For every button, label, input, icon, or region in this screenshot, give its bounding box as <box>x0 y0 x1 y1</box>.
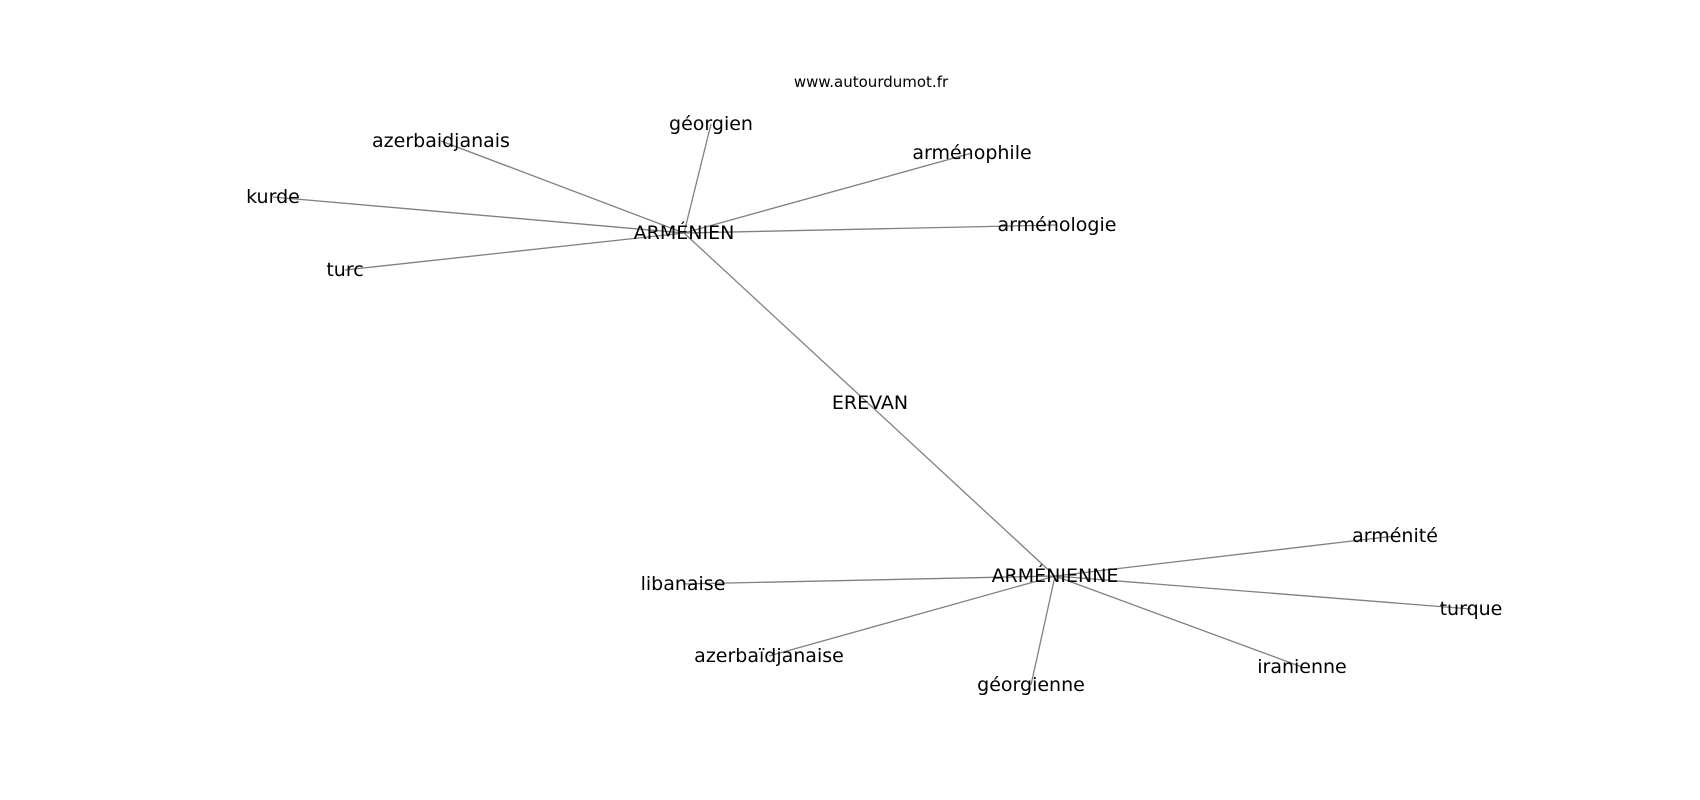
node-georgienne[interactable]: géorgienne <box>977 674 1085 696</box>
node-armenophile[interactable]: arménophile <box>912 142 1031 164</box>
node-azerbaidjanais[interactable]: azerbaidjanais <box>372 130 510 152</box>
edge-armenien-kurde <box>272 196 685 234</box>
node-armenienne[interactable]: ARMÉNIENNE <box>992 564 1119 587</box>
edge-armenienne-iranienne <box>1054 575 1303 668</box>
edge-armenienne-armenite <box>1054 535 1396 577</box>
graph-edges <box>272 123 1472 686</box>
edge-armenien-armenophile <box>683 152 973 234</box>
edge-armenien-georgien <box>683 123 712 234</box>
node-armenite[interactable]: arménité <box>1352 525 1438 547</box>
edge-armenienne-libanaise <box>682 575 1056 585</box>
edge-armenien-armenienne <box>683 232 1056 577</box>
graph-nodes: ARMÉNIEN ARMÉNIENNE EREVAN géorgien azerbaid… <box>246 113 1502 696</box>
edge-armenien-azerbaidjanais <box>440 140 685 234</box>
edge-armenienne-turque <box>1054 575 1472 610</box>
node-turque[interactable]: turque <box>1440 598 1503 620</box>
edge-armenienne-azerbaidjanaise <box>768 575 1056 657</box>
node-libanaise[interactable]: libanaise <box>641 573 726 595</box>
node-erevan[interactable]: EREVAN <box>832 392 908 414</box>
node-georgien[interactable]: géorgien <box>669 113 753 135</box>
node-iranienne[interactable]: iranienne <box>1257 656 1347 678</box>
edge-armenien-turc <box>344 232 685 271</box>
site-watermark: www.autourdumot.fr <box>793 73 949 91</box>
edge-armenienne-georgienne <box>1030 575 1056 686</box>
node-turc[interactable]: turc <box>326 259 363 281</box>
node-kurde[interactable]: kurde <box>246 186 300 208</box>
node-azerbaidjanaise[interactable]: azerbaïdjanaise <box>694 645 844 667</box>
node-armenien[interactable]: ARMÉNIEN <box>634 221 735 244</box>
edge-armenien-armenologie <box>683 224 1058 234</box>
node-armenologie[interactable]: arménologie <box>998 214 1117 236</box>
